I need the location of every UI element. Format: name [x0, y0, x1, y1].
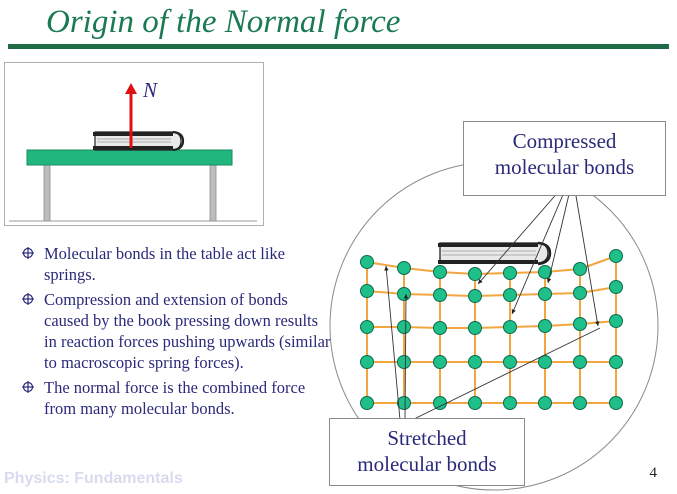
book-table-figure: N	[9, 78, 257, 222]
molecule-node	[573, 317, 587, 331]
molecule-node	[433, 396, 447, 410]
molecule-node	[433, 265, 447, 279]
molecule-node	[503, 266, 517, 280]
molecule-node	[468, 267, 482, 281]
molecule-node	[360, 396, 374, 410]
molecule-node	[433, 321, 447, 335]
molecule-node	[609, 396, 623, 410]
compressed-bonds-callout: Compressed molecular bonds	[463, 121, 666, 196]
slide-title: Origin of the Normal force	[46, 4, 401, 40]
pointer-arrowhead	[384, 266, 389, 271]
bullet-list: Molecular bonds in the table act like sp…	[22, 243, 332, 423]
molecule-node	[573, 396, 587, 410]
molecule-node	[538, 355, 552, 369]
crosshair-bullet-icon	[22, 381, 34, 393]
bullet-item: Molecular bonds in the table act like sp…	[22, 243, 332, 285]
pointer-line	[477, 189, 561, 285]
normal-force-arrowhead	[125, 83, 137, 94]
pointer-line	[511, 189, 566, 315]
pointer-line	[385, 265, 401, 421]
molecule-node	[538, 396, 552, 410]
molecule-node	[468, 396, 482, 410]
bullet-text: The normal force is the combined force f…	[44, 378, 306, 418]
molecule-node	[397, 287, 411, 301]
crosshair-bullet-icon	[22, 293, 34, 305]
bullet-item: Compression and extension of bonds cause…	[22, 289, 332, 373]
crosshair-bullet-icon	[22, 247, 34, 259]
title-underline	[8, 44, 669, 49]
molecule-node	[609, 249, 623, 263]
molecule-node	[538, 319, 552, 333]
molecule-node	[433, 288, 447, 302]
molecule-node	[538, 265, 552, 279]
molecule-node	[609, 355, 623, 369]
bullet-text: Compression and extension of bonds cause…	[44, 290, 331, 372]
molecule-node	[397, 355, 411, 369]
pointer-line	[547, 189, 571, 284]
molecule-node	[397, 396, 411, 410]
stretched-bonds-callout: Stretched molecular bonds	[329, 418, 525, 486]
page-number: 4	[649, 465, 658, 481]
molecule-node	[433, 355, 447, 369]
molecule-node	[573, 262, 587, 276]
node-layer	[360, 249, 623, 410]
molecule-node	[609, 280, 623, 294]
bullet-text: Molecular bonds in the table act like sp…	[44, 244, 286, 284]
molecule-node	[468, 355, 482, 369]
pointer-arrowhead	[403, 294, 409, 299]
callout-line: molecular bonds	[494, 155, 635, 179]
normal-force-label: N	[142, 78, 158, 102]
pointer-arrowhead	[511, 309, 516, 314]
pointer-arrowhead	[478, 279, 483, 284]
callout-line: Compressed	[512, 129, 617, 153]
callout-line: Stretched	[387, 426, 467, 450]
book-icon	[93, 130, 185, 152]
bullet-item: The normal force is the combined force f…	[22, 377, 332, 419]
molecule-node	[573, 286, 587, 300]
molecule-node	[397, 320, 411, 334]
pointer-line	[574, 189, 599, 327]
molecule-node	[360, 284, 374, 298]
molecule-node	[468, 321, 482, 335]
pointer-line	[404, 293, 407, 421]
pointer-arrowhead	[546, 278, 552, 283]
callout-line: molecular bonds	[357, 452, 497, 476]
book-on-lattice-icon	[438, 241, 552, 266]
molecule-node	[538, 287, 552, 301]
molecule-node	[503, 355, 517, 369]
molecule-node	[503, 396, 517, 410]
book-on-table-diagram: N	[4, 62, 264, 226]
pointer-lines	[384, 189, 601, 421]
pointer-arrowhead	[595, 321, 600, 326]
molecule-node	[360, 355, 374, 369]
molecule-node	[573, 355, 587, 369]
watermark-logo: Physics: Fundamentals	[4, 470, 183, 487]
molecule-node	[468, 289, 482, 303]
molecule-node	[609, 314, 623, 328]
pointer-line	[411, 327, 601, 421]
molecule-node	[503, 320, 517, 334]
molecule-node	[503, 288, 517, 302]
molecule-node	[360, 320, 374, 334]
molecule-node	[397, 261, 411, 275]
molecule-node	[360, 255, 374, 269]
